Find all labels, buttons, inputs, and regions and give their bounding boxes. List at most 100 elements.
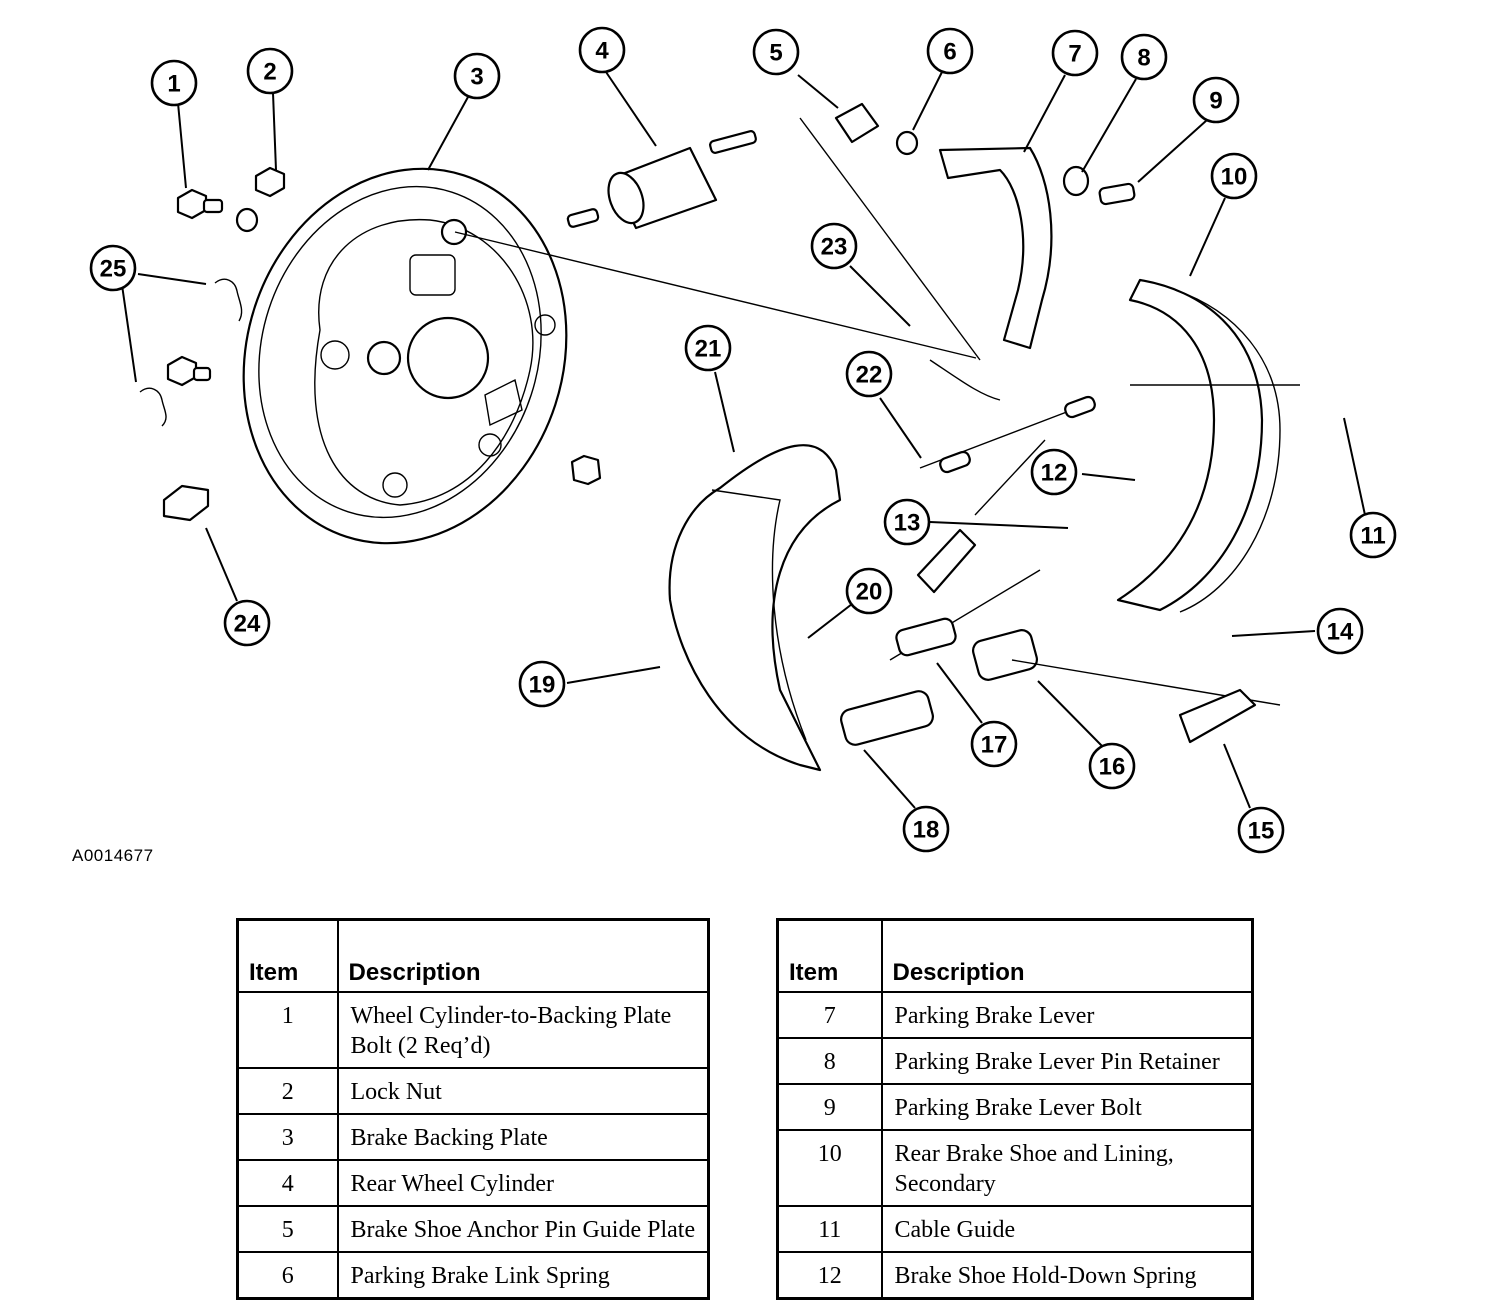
small-fasteners [139, 166, 602, 522]
svg-text:18: 18 [913, 817, 940, 844]
item-number: 3 [236, 1113, 339, 1161]
callout-17: 17 [970, 720, 1018, 768]
callout-15: 15 [1237, 806, 1285, 854]
item-description: Parking Brake Lever Pin Retainer [880, 1037, 1254, 1085]
rear-wheel-cylinder-part [566, 130, 757, 230]
svg-text:13: 13 [894, 510, 921, 537]
secondary-brake-shoe-part [1116, 278, 1281, 613]
svg-text:17: 17 [981, 732, 1008, 759]
brake-backing-plate [242, 167, 568, 545]
springs-and-adjuster [840, 359, 1300, 746]
figure-reference-id: A0014677 [72, 846, 154, 865]
exploded-brake-diagram: 1 2 3 4 5 6 7 8 9 10 11 12 13 14 15 16 1… [89, 26, 1397, 854]
item-number: 7 [776, 991, 883, 1039]
item-number: 9 [776, 1083, 883, 1131]
svg-text:4: 4 [595, 38, 609, 65]
item-description: Brake Backing Plate [336, 1113, 710, 1161]
callout-3: 3 [453, 52, 501, 100]
callout-13: 13 [883, 498, 931, 546]
item-number: 1 [236, 991, 339, 1069]
item-number: 6 [236, 1251, 339, 1300]
callout-10: 10 [1210, 152, 1258, 200]
svg-text:16: 16 [1099, 754, 1126, 781]
svg-text:14: 14 [1327, 619, 1354, 646]
svg-text:6: 6 [943, 39, 956, 66]
callout-7: 7 [1051, 29, 1099, 77]
item-description: Rear Brake Shoe and Lining, Secondary [880, 1129, 1254, 1207]
item-number: 10 [776, 1129, 883, 1207]
item-number: 11 [776, 1205, 883, 1253]
item-description: Lock Nut [336, 1067, 710, 1115]
svg-text:22: 22 [856, 362, 883, 389]
svg-text:12: 12 [1041, 460, 1068, 487]
callout-19: 19 [518, 660, 566, 708]
column-header-item: Item [236, 918, 339, 993]
callout-12: 12 [1030, 448, 1078, 496]
column-header-description: Description [880, 918, 1254, 993]
item-number: 12 [776, 1251, 883, 1300]
callout-8: 8 [1120, 33, 1168, 81]
item-description: Wheel Cylinder-to-Backing Plate Bolt (2 … [336, 991, 710, 1069]
primary-brake-shoe-part [668, 444, 842, 772]
callout-22: 22 [845, 350, 893, 398]
callout-16: 16 [1088, 742, 1136, 790]
callout-23: 23 [810, 222, 858, 270]
svg-text:11: 11 [1360, 523, 1385, 550]
item-number: 8 [776, 1037, 883, 1085]
svg-text:20: 20 [856, 579, 883, 606]
item-number: 5 [236, 1205, 339, 1253]
item-description: Cable Guide [880, 1205, 1254, 1253]
svg-text:3: 3 [470, 64, 483, 91]
callout-25: 25 [89, 244, 137, 292]
leader-lines [121, 71, 1366, 809]
svg-text:9: 9 [1209, 88, 1222, 115]
svg-text:10: 10 [1221, 164, 1248, 191]
svg-text:7: 7 [1068, 41, 1081, 68]
svg-text:2: 2 [263, 59, 276, 86]
column-header-item: Item [776, 918, 883, 993]
item-number: 2 [236, 1067, 339, 1115]
item-description: Parking Brake Lever [880, 991, 1254, 1039]
svg-text:24: 24 [234, 611, 261, 638]
callout-18: 18 [902, 805, 950, 853]
callout-9: 9 [1192, 76, 1240, 124]
callout-21: 21 [684, 324, 732, 372]
column-header-description: Description [336, 918, 710, 993]
svg-text:21: 21 [695, 336, 722, 363]
svg-text:19: 19 [529, 672, 556, 699]
svg-text:1: 1 [167, 71, 180, 98]
callout-11: 11 [1349, 511, 1397, 559]
item-description: Brake Shoe Hold-Down Spring [880, 1251, 1254, 1300]
item-description: Parking Brake Lever Bolt [880, 1083, 1254, 1131]
callout-5: 5 [752, 28, 800, 76]
item-description: Parking Brake Link Spring [336, 1251, 710, 1300]
svg-text:23: 23 [821, 234, 848, 261]
item-number: 4 [236, 1159, 339, 1207]
callout-4: 4 [578, 26, 626, 74]
legend-header-row: Item Description [236, 918, 710, 993]
item-description: Rear Wheel Cylinder [336, 1159, 710, 1207]
callout-6: 6 [926, 27, 974, 75]
svg-text:15: 15 [1248, 818, 1275, 845]
svg-text:5: 5 [769, 40, 782, 67]
callout-1: 1 [150, 59, 198, 107]
callout-20: 20 [845, 567, 893, 615]
callout-14: 14 [1316, 607, 1364, 655]
callout-2: 2 [246, 47, 294, 95]
svg-text:25: 25 [100, 256, 127, 283]
item-description: Brake Shoe Anchor Pin Guide Plate [336, 1205, 710, 1253]
